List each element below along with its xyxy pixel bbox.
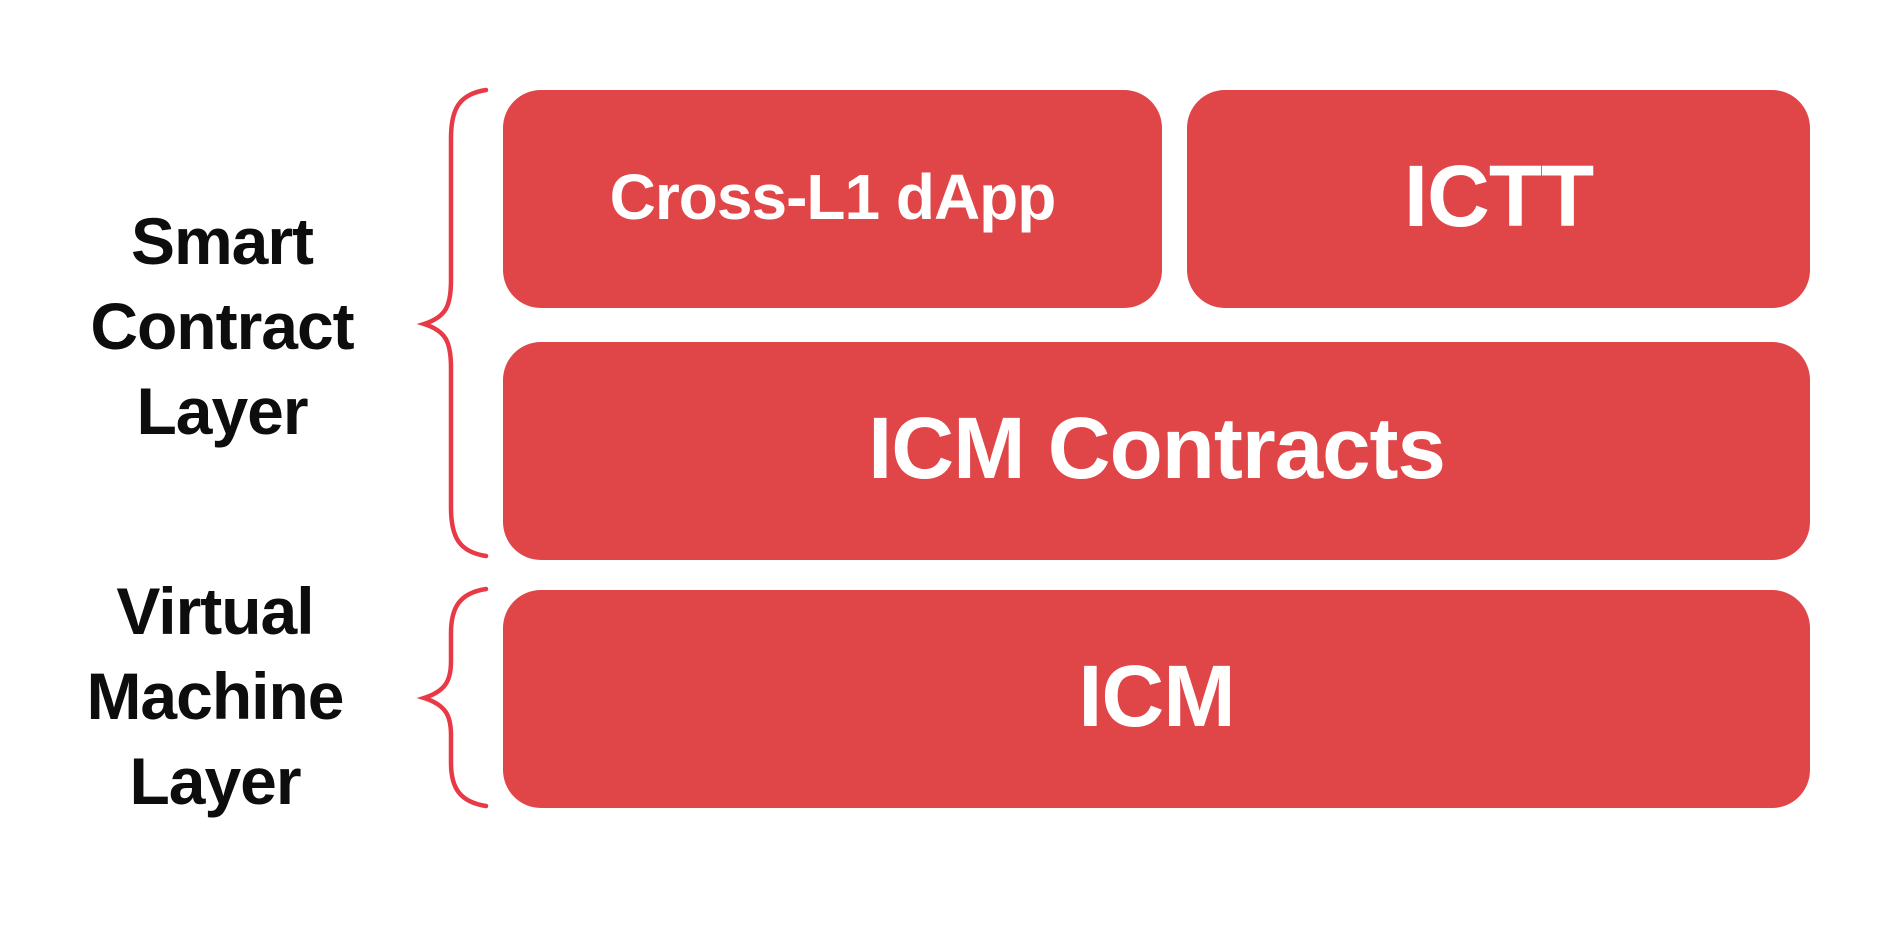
curly-brace-smart-contract-layer-icon — [416, 87, 489, 559]
label-virtual-machine-layer: Virtual Machine Layer — [35, 569, 395, 824]
box-icm-contracts: ICM Contracts — [503, 342, 1810, 560]
box-ictt: ICTT — [1187, 90, 1810, 308]
label-line: Layer — [136, 374, 308, 448]
box-label: ICM Contracts — [868, 400, 1446, 497]
label-line: Contract — [90, 289, 354, 363]
box-cross-l1-dapp: Cross-L1 dApp — [503, 90, 1162, 308]
curly-brace-virtual-machine-layer-icon — [416, 586, 489, 809]
label-line: Virtual — [116, 574, 314, 648]
box-icm: ICM — [503, 590, 1810, 808]
box-label: ICTT — [1403, 148, 1594, 245]
box-label: ICM — [1078, 648, 1235, 745]
label-line: Smart — [130, 204, 314, 278]
box-label: Cross-L1 dApp — [609, 161, 1057, 233]
label-smart-contract-layer: Smart Contract Layer — [42, 199, 402, 454]
label-line: Machine — [86, 659, 344, 733]
label-line: Layer — [129, 744, 301, 818]
